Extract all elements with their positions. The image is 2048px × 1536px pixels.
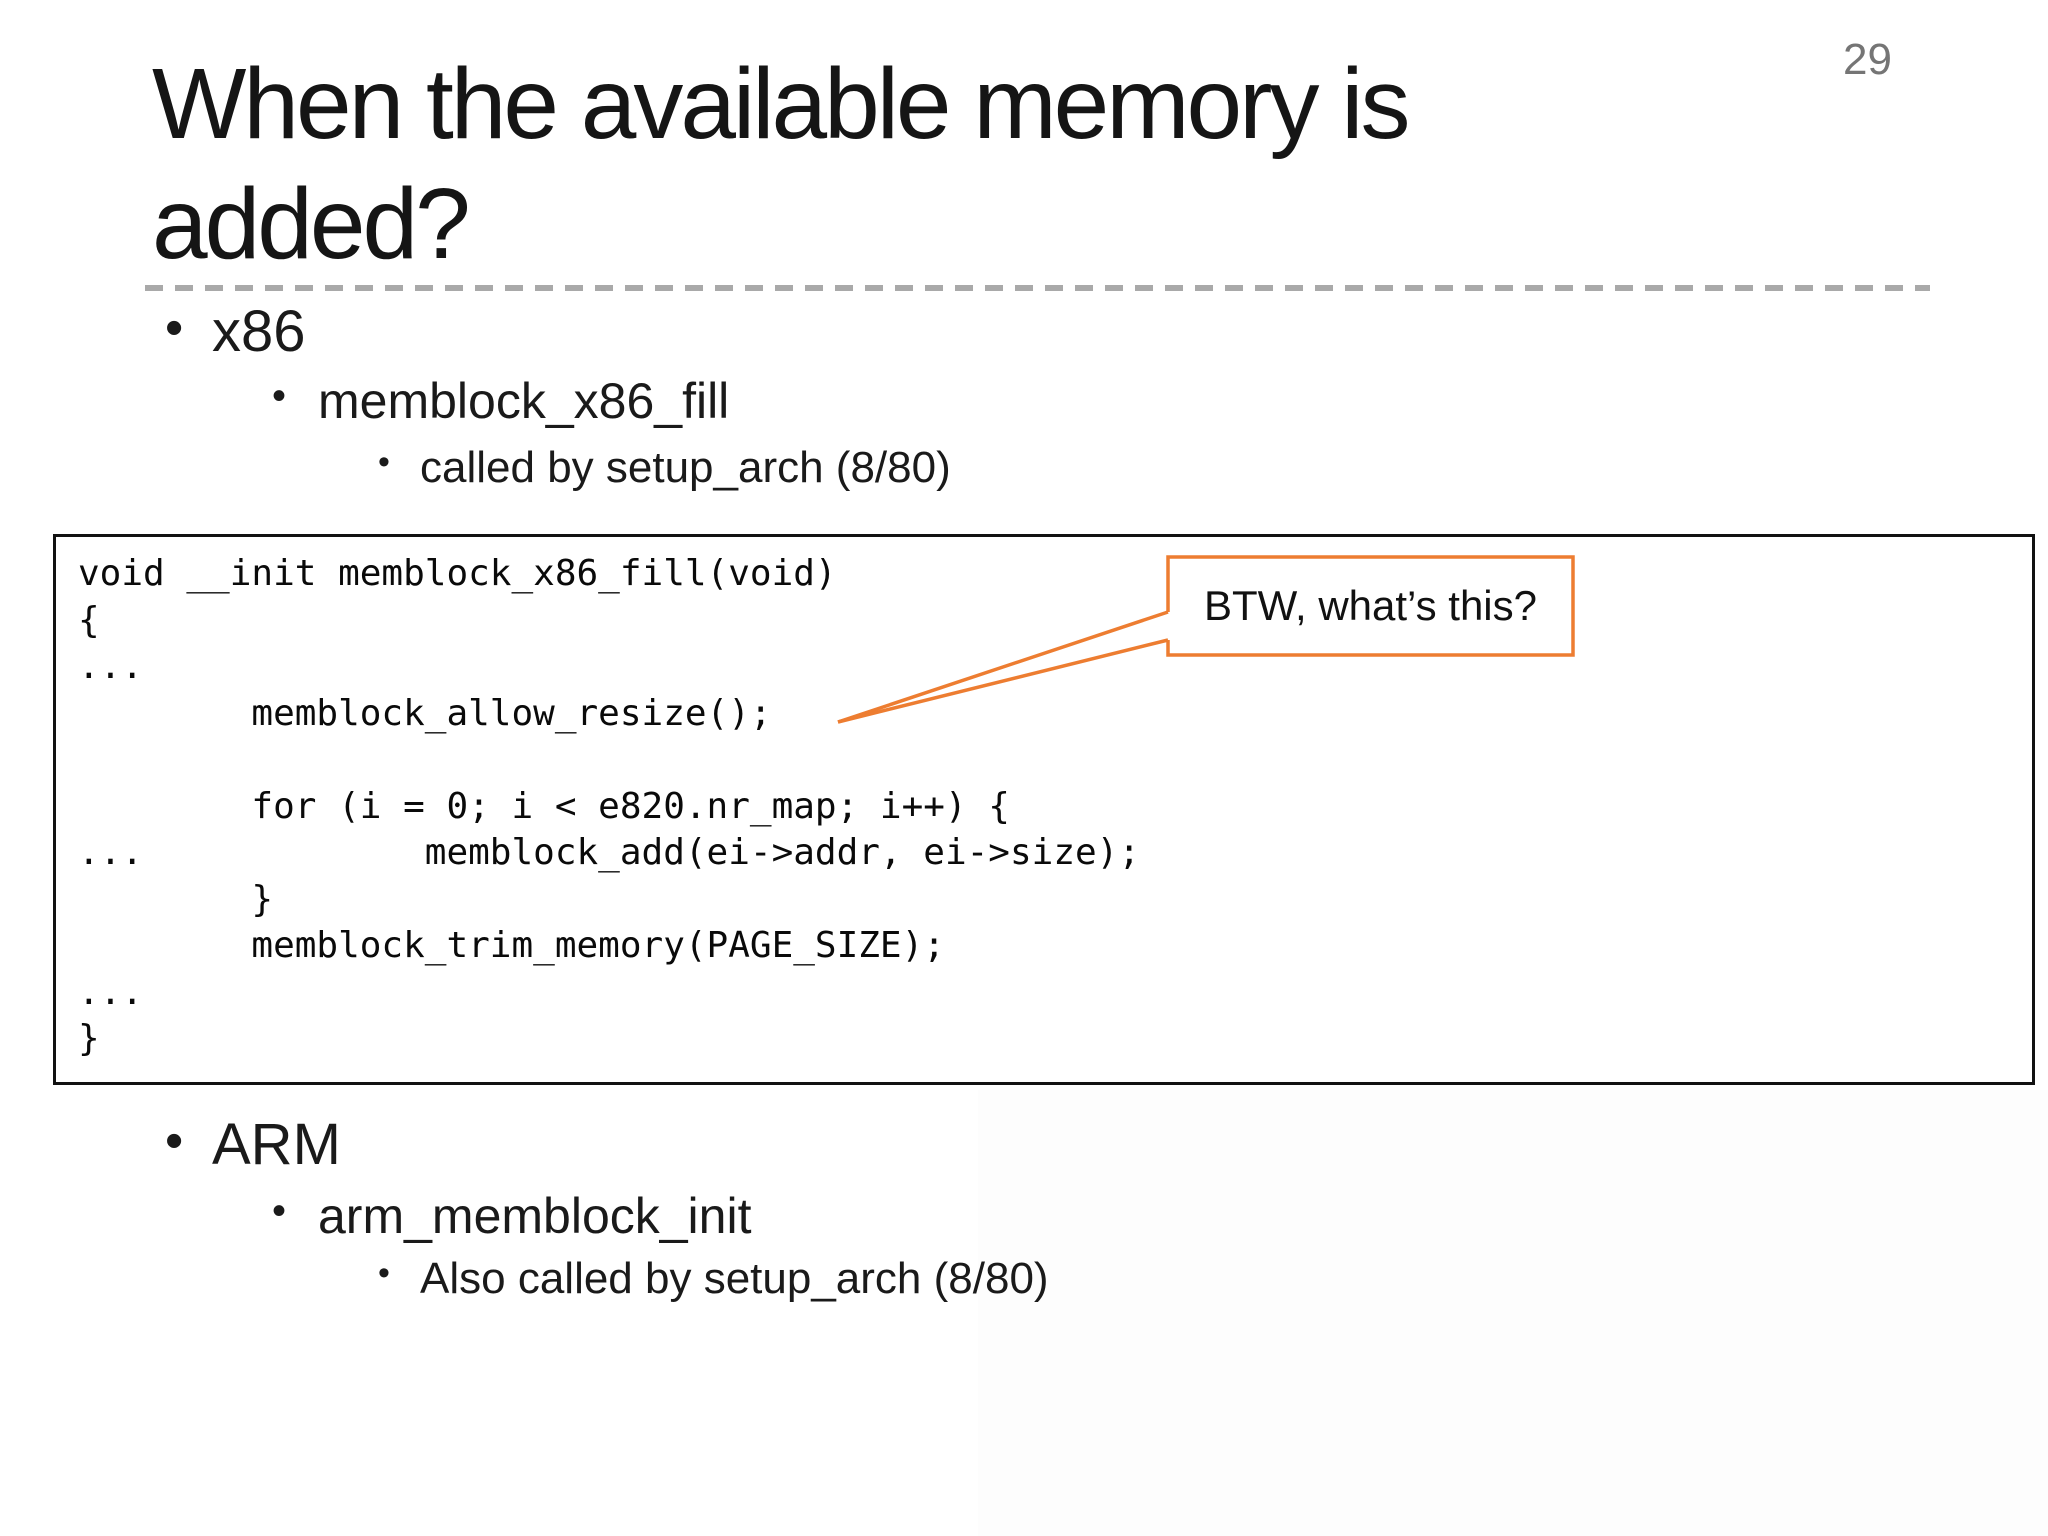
- callout-text: BTW, what’s this?: [1203, 582, 1537, 629]
- bullet-item-x86: • x86: [165, 299, 306, 364]
- bullet-dot-icon: •: [378, 443, 390, 481]
- bullet-dot-icon: •: [378, 1254, 390, 1292]
- bullet-item-arm-memblock-init: • arm_memblock_init: [272, 1189, 751, 1244]
- code-text: void __init memblock_x86_fill(void) { ..…: [78, 553, 1141, 1059]
- bullet-item-memblock-x86-fill: • memblock_x86_fill: [272, 374, 729, 429]
- bullet-item-also-called-by-setup-arch: • Also called by setup_arch (8/80): [378, 1254, 1049, 1303]
- bullet-dot-icon: •: [165, 1112, 184, 1170]
- bullet-dot-icon: •: [272, 374, 287, 418]
- bullet-dot-icon: •: [165, 299, 184, 357]
- bullet-item-label: ARM: [212, 1112, 341, 1177]
- bullet-item-label: memblock_x86_fill: [318, 373, 730, 429]
- code-box: void __init memblock_x86_fill(void) { ..…: [53, 534, 2035, 1085]
- bullet-item-arm: • ARM: [165, 1112, 341, 1177]
- bullet-item-label: arm_memblock_init: [318, 1188, 752, 1244]
- bullet-dot-icon: •: [272, 1189, 287, 1233]
- page-title: When the available memory is added?: [152, 48, 1410, 280]
- bullet-item-label: Also called by setup_arch (8/80): [420, 1254, 1049, 1303]
- page-number: 29: [1843, 35, 1892, 84]
- title-divider: [145, 285, 1930, 291]
- bullet-item-label: called by setup_arch (8/80): [420, 443, 951, 492]
- bullet-item-called-by-setup-arch: • called by setup_arch (8/80): [378, 443, 951, 492]
- background-artifact: [978, 1090, 2048, 1536]
- bullet-item-label: x86: [212, 299, 306, 364]
